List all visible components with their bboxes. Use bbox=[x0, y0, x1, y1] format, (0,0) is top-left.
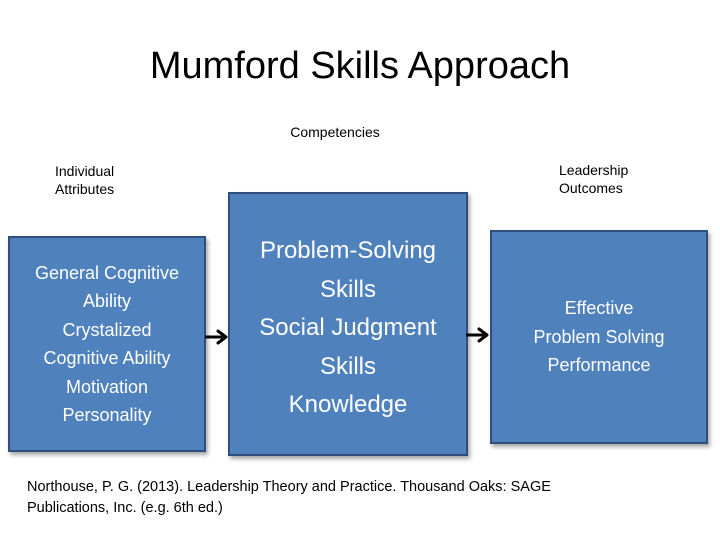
leadership-outcomes-label-line2: Outcomes bbox=[559, 180, 623, 196]
competencies-box-line: Knowledge bbox=[288, 391, 408, 418]
individual-box-line: Crystalized bbox=[62, 319, 152, 340]
individual-box-line: Personality bbox=[62, 405, 152, 425]
right-arrow-icon bbox=[466, 326, 490, 344]
competencies-box-line: Skills bbox=[319, 352, 376, 380]
individual-box-line: Cognitive Ability bbox=[43, 348, 171, 368]
individual-attributes-label-line1: Individual bbox=[55, 163, 115, 179]
individual-box-line: Motivation bbox=[65, 376, 149, 397]
leadership-outcomes-label: Leadership Outcomes bbox=[559, 161, 679, 197]
competencies-box: Problem-Solving Skills Social Judgment S… bbox=[228, 192, 468, 456]
individual-attributes-box: General Cognitive Ability Crystalized Co… bbox=[8, 236, 206, 452]
individual-box-line: Ability bbox=[82, 291, 131, 311]
outcomes-box-line: Effective bbox=[564, 298, 634, 319]
citation-line2: Publications, Inc. (e.g. 6th ed.) bbox=[27, 500, 223, 516]
competencies-label: Competencies bbox=[290, 124, 380, 140]
individual-attributes-label-line2: Attributes bbox=[55, 181, 115, 197]
individual-attributes-label: Individual Attributes bbox=[55, 162, 175, 198]
slide-title: Mumford Skills Approach bbox=[149, 45, 571, 87]
competencies-box-line: Skills bbox=[319, 275, 376, 303]
outcomes-box-line: Problem Solving bbox=[533, 326, 665, 347]
right-arrow-icon bbox=[205, 328, 229, 346]
citation-line1: Northouse, P. G. (2013). Leadership Theo… bbox=[27, 479, 551, 495]
competencies-box-line: Social Judgment bbox=[259, 314, 437, 341]
citation: Northouse, P. G. (2013). Leadership Theo… bbox=[27, 477, 667, 519]
outcomes-box-line: Performance bbox=[547, 355, 651, 376]
competencies-box-line: Problem-Solving bbox=[259, 237, 437, 264]
individual-box-line: General Cognitive bbox=[34, 262, 180, 283]
leadership-outcomes-box: Effective Problem Solving Performance bbox=[490, 230, 708, 444]
leadership-outcomes-label-line1: Leadership bbox=[559, 162, 629, 178]
